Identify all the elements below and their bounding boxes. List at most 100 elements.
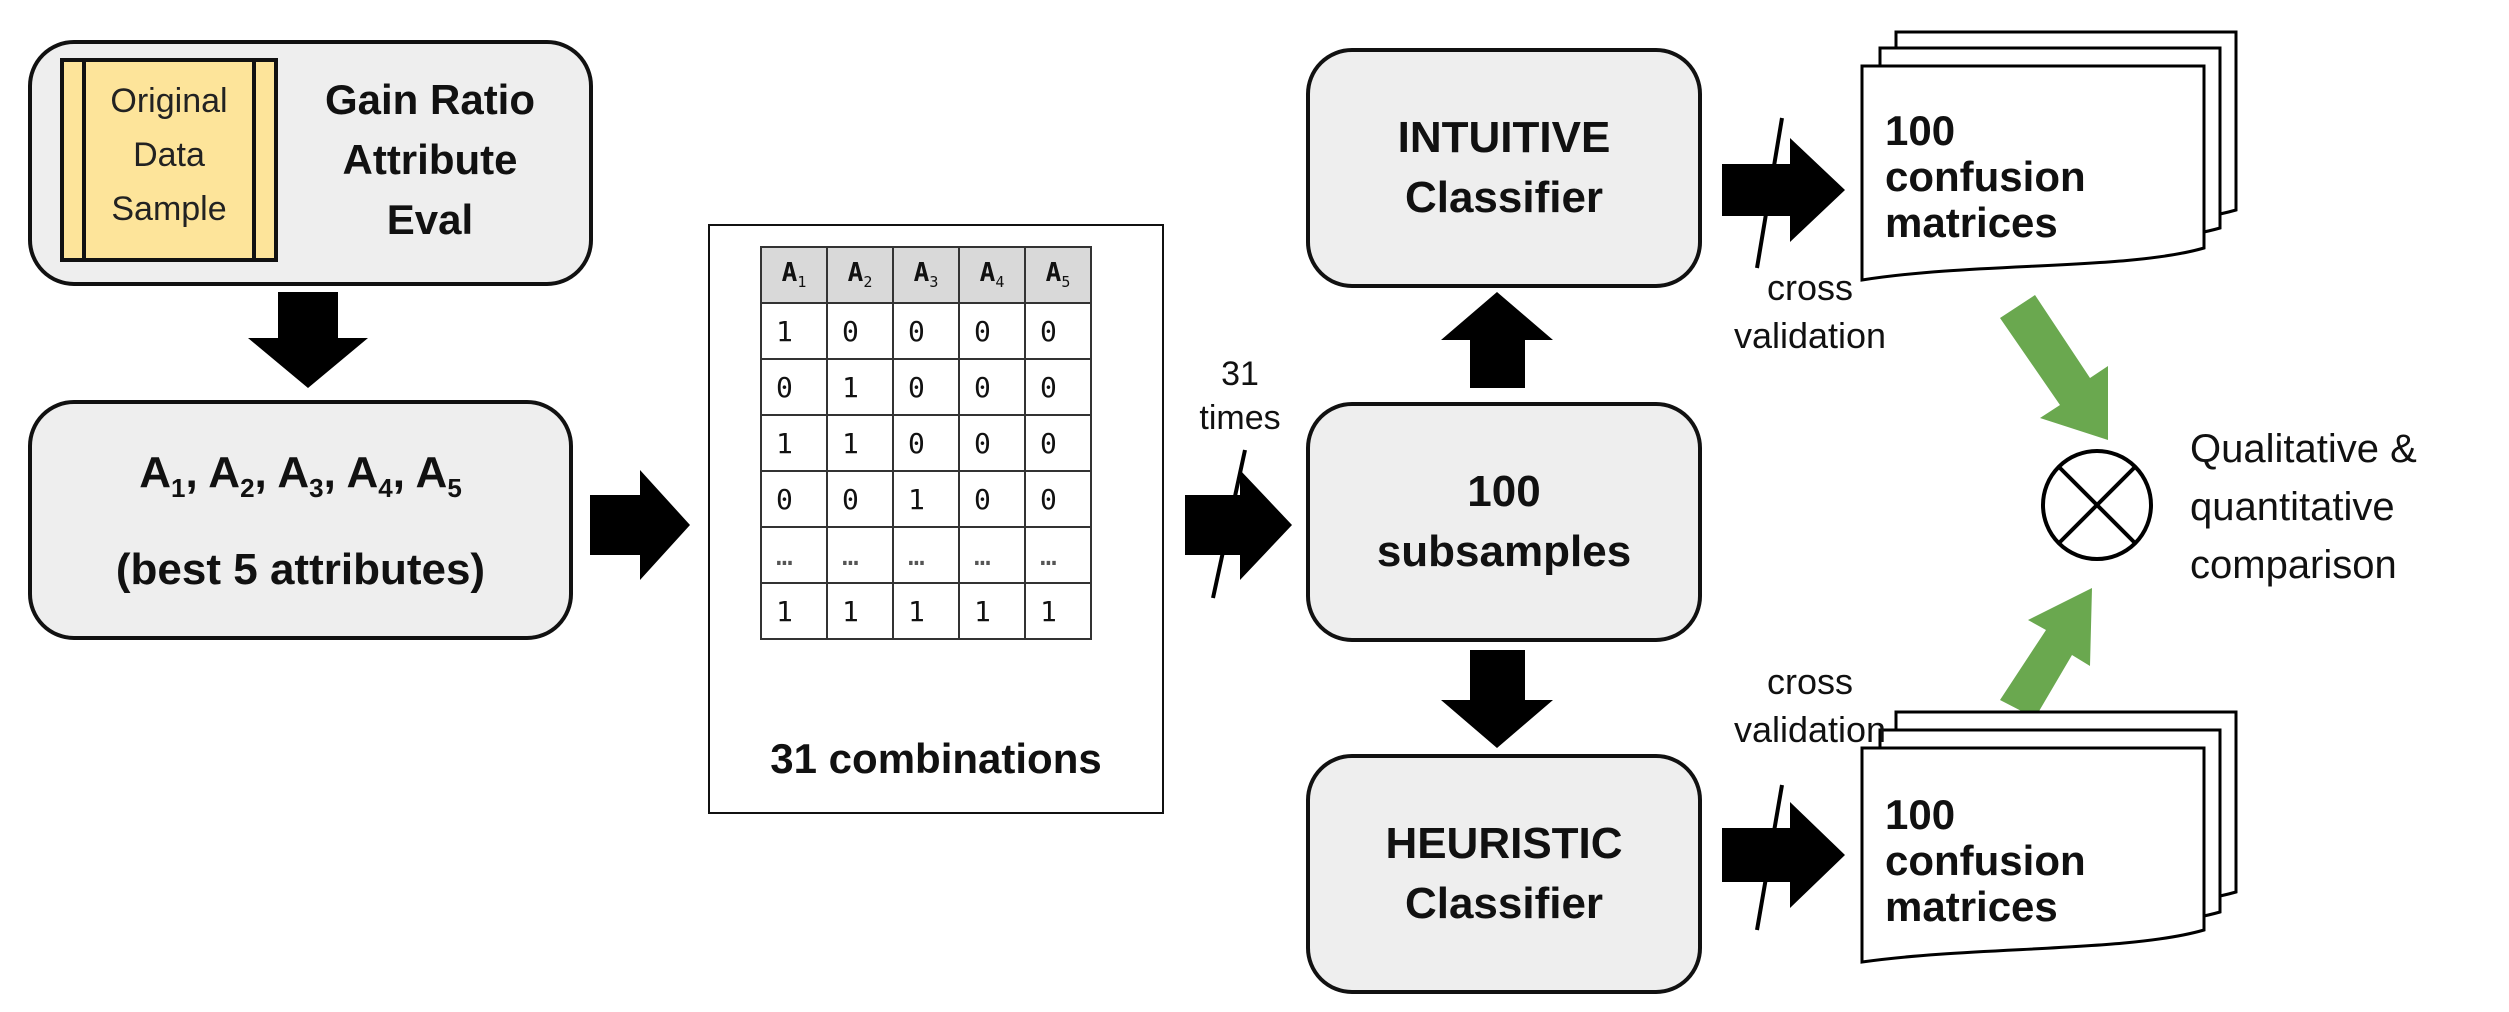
- table-cell: 0: [1024, 302, 1092, 360]
- col-header-a1: A1: [760, 246, 828, 304]
- times-label: 31 times: [1180, 352, 1300, 440]
- col-header-a4: A4: [958, 246, 1026, 304]
- original-data-sample-label: Original Data Sample: [86, 74, 252, 236]
- otimes-icon: [2041, 449, 2153, 561]
- sample-stripe-right: [252, 62, 256, 258]
- col-header-a5: A5: [1024, 246, 1092, 304]
- confusion-matrices-top-label: 100 confusion matrices: [1885, 108, 2086, 246]
- attr-3: A3,: [277, 448, 347, 503]
- table-cell: 0: [1024, 414, 1092, 472]
- table-cell: 0: [892, 302, 960, 360]
- subsamples-line-1: 100: [1467, 467, 1541, 516]
- table-cell: 0: [760, 470, 828, 528]
- subsamples-label: 100 subsamples: [1306, 462, 1702, 582]
- cross-line-2: validation: [1733, 709, 1887, 750]
- table-cell: …: [1024, 526, 1092, 584]
- green-arrow-up: [2000, 588, 2092, 718]
- gain-title-line-2: Attribute: [342, 136, 518, 183]
- times-line-1: 31: [1221, 355, 1259, 393]
- table-row: ……………: [760, 526, 1092, 584]
- attribute-list: A1, A2, A3, A4, A5: [28, 448, 573, 504]
- table-cell: 1: [958, 582, 1026, 640]
- confusion-bottom-line-1: 100: [1885, 791, 1956, 838]
- table-cell: 1: [892, 470, 960, 528]
- comparison-line-1: Qualitative &: [2190, 427, 2417, 471]
- comparison-line-3: comparison: [2190, 543, 2397, 587]
- arrow-right-intuitive-to-matrices: [1722, 138, 1845, 242]
- table-cell: 0: [826, 470, 894, 528]
- attr-1: A1,: [139, 448, 209, 503]
- subsamples-line-2: subsamples: [1376, 527, 1632, 576]
- confusion-top-line-3: matrices: [1885, 199, 2058, 246]
- heuristic-classifier-label: HEURISTIC Classifier: [1306, 814, 1702, 934]
- comparison-line-2: quantitative: [2190, 485, 2395, 529]
- original-data-sample: Original Data Sample: [60, 58, 278, 262]
- intuitive-line-2: Classifier: [1404, 173, 1604, 222]
- comparison-label: Qualitative & quantitative comparison: [2190, 420, 2417, 594]
- slash-cross-validation-bottom: [1755, 784, 1784, 931]
- table-cell: 0: [1024, 470, 1092, 528]
- table-cell: 0: [958, 470, 1026, 528]
- sample-line-3: Sample: [111, 190, 227, 228]
- combinations-header-row: A1 A2 A3 A4 A5: [760, 246, 1092, 304]
- attr-4: A4,: [346, 448, 416, 503]
- heuristic-line-1: HEURISTIC: [1385, 819, 1623, 868]
- intuitive-line-1: INTUITIVE: [1397, 113, 1611, 162]
- combinations-caption: 31 combinations: [770, 735, 1102, 782]
- times-line-2: times: [1199, 399, 1281, 437]
- attr-2: A2,: [208, 448, 278, 503]
- intuitive-classifier-box: [1306, 48, 1702, 288]
- cross-validation-label-bottom: cross validation: [1715, 658, 1905, 754]
- table-cell: 1: [760, 582, 828, 640]
- table-cell: 0: [958, 414, 1026, 472]
- table-cell: 0: [760, 358, 828, 416]
- table-cell: 0: [1024, 358, 1092, 416]
- heuristic-classifier-box: [1306, 754, 1702, 994]
- table-cell: 1: [826, 582, 894, 640]
- col-header-a2: A2: [826, 246, 894, 304]
- sample-stripe-left: [82, 62, 86, 258]
- green-arrow-down: [2000, 295, 2108, 440]
- table-cell: 0: [892, 414, 960, 472]
- document-stack-bottom: [1860, 710, 2238, 964]
- slash-31-times: [1211, 449, 1247, 599]
- table-cell: 0: [892, 358, 960, 416]
- best-attributes-box: [28, 400, 573, 640]
- confusion-top-line-1: 100: [1885, 107, 1956, 154]
- arrow-down-gain-to-attributes: [248, 292, 368, 388]
- sample-line-1: Original: [110, 82, 228, 120]
- attr-5: A5: [415, 448, 462, 503]
- table-cell: 1: [760, 414, 828, 472]
- table-cell: 1: [826, 358, 894, 416]
- table-cell: 1: [760, 302, 828, 360]
- intuitive-classifier-label: INTUITIVE Classifier: [1306, 108, 1702, 228]
- cross-line-1: cross: [1766, 661, 1853, 702]
- cross-line-1: cross: [1766, 267, 1853, 308]
- table-cell: 1: [826, 414, 894, 472]
- confusion-bottom-line-3: matrices: [1885, 883, 2058, 930]
- table-cell: 0: [958, 358, 1026, 416]
- table-cell: 0: [958, 302, 1026, 360]
- table-cell: 0: [826, 302, 894, 360]
- gain-title-line-3: Eval: [386, 196, 474, 243]
- col-header-a3: A3: [892, 246, 960, 304]
- document-stack-top: [1860, 30, 2238, 282]
- table-cell: 1: [1024, 582, 1092, 640]
- sample-line-2: Data: [133, 136, 205, 174]
- confusion-top-line-2: confusion: [1885, 153, 2086, 200]
- confusion-matrices-bottom-label: 100 confusion matrices: [1885, 792, 2086, 930]
- table-cell: …: [760, 526, 828, 584]
- table-cell: 1: [892, 582, 960, 640]
- best-attributes-caption: (best 5 attributes): [115, 545, 486, 594]
- subsamples-box: [1306, 402, 1702, 642]
- arrow-right-table-to-subsamples: [1185, 470, 1292, 580]
- table-cell: …: [892, 526, 960, 584]
- arrow-down-to-heuristic: [1441, 650, 1553, 748]
- table-cell: …: [958, 526, 1026, 584]
- confusion-bottom-line-2: confusion: [1885, 837, 2086, 884]
